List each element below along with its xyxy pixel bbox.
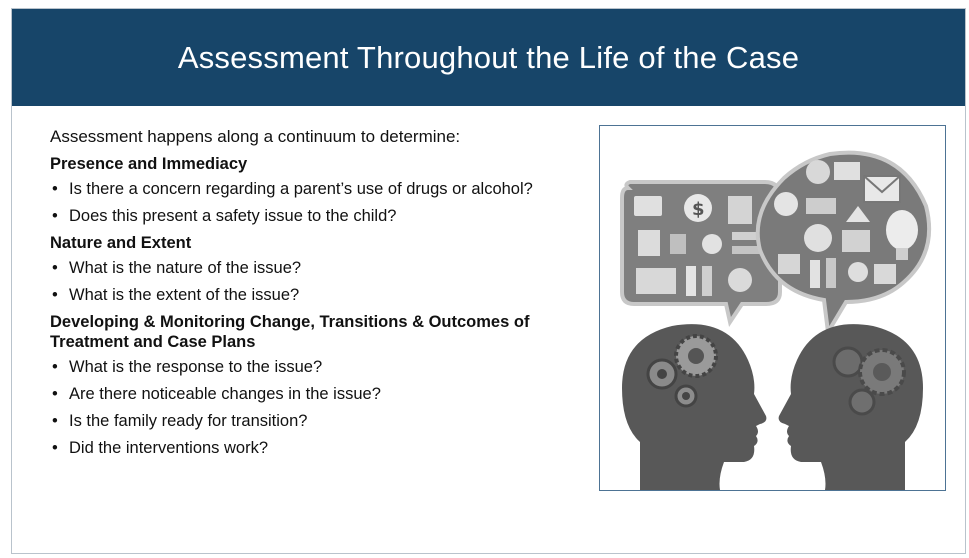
title-bar: Assessment Throughout the Life of the Ca…: [12, 9, 965, 106]
list-item-text: Does this present a safety issue to the …: [69, 207, 397, 225]
section-developing: Developing & Monitoring Change, Transiti…: [50, 312, 560, 458]
bullet-icon: •: [52, 259, 58, 277]
list-item-text: Is there a concern regarding a parent’s …: [69, 180, 533, 198]
right-speech-bubble-icon: [755, 150, 932, 338]
left-speech-bubble-icon: $: [620, 180, 782, 328]
section-heading: Presence and Immediacy: [50, 155, 248, 173]
section-heading: Nature and Extent: [50, 234, 192, 252]
list-item: • What is the nature of the issue?: [50, 258, 560, 278]
illustration-icon: $: [620, 150, 932, 490]
bullet-icon: •: [52, 286, 58, 304]
two-heads-speech-bubbles-illustration: $: [599, 125, 946, 491]
bullet-icon: •: [52, 207, 58, 225]
bullet-icon: •: [52, 180, 58, 198]
list-item-text: Did the interventions work?: [69, 439, 269, 457]
list-item: • Did the interventions work?: [50, 438, 560, 458]
list-item: • Is the family ready for transition?: [50, 411, 560, 431]
left-head-icon: [622, 324, 767, 490]
bullet-list: • What is the nature of the issue? • What …: [50, 258, 560, 305]
section-presence: Presence and Immediacy • Is there a conce…: [50, 154, 560, 226]
right-head-icon: [778, 324, 923, 490]
list-item-text: What is the extent of the issue?: [69, 286, 300, 304]
list-item-text: What is the response to the issue?: [69, 358, 323, 376]
list-item-text: What is the nature of the issue?: [69, 259, 302, 277]
list-item-text: Are there noticeable changes in the issu…: [69, 385, 381, 403]
section-heading: Developing & Monitoring Change, Transiti…: [50, 313, 530, 351]
list-item-text: Is the family ready for transition?: [69, 412, 308, 430]
list-item: • Does this present a safety issue to the…: [50, 206, 560, 226]
bullet-icon: •: [52, 358, 58, 376]
dollar-sign: $: [692, 199, 705, 220]
list-item: • What is the extent of the issue?: [50, 285, 560, 305]
list-item: • Is there a concern regarding a parent’s…: [50, 179, 560, 199]
bullet-icon: •: [52, 412, 58, 430]
slide: Assessment Throughout the Life of the Ca…: [11, 8, 966, 554]
bullet-icon: •: [52, 439, 58, 457]
intro-text: Assessment happens along a continuum to …: [50, 127, 461, 146]
section-nature: Nature and Extent • What is the nature of…: [50, 233, 560, 305]
slide-title: Assessment Throughout the Life of the Ca…: [177, 39, 800, 75]
bullet-list: • Is there a concern regarding a parent’s…: [50, 179, 560, 226]
bullet-list: • What is the response to the issue? • Are…: [50, 357, 560, 458]
list-item: • What is the response to the issue?: [50, 357, 560, 377]
bullet-icon: •: [52, 385, 58, 403]
list-item: • Are there noticeable changes in the iss…: [50, 384, 560, 404]
slide-body: Assessment happens along a continuum to …: [50, 127, 560, 465]
